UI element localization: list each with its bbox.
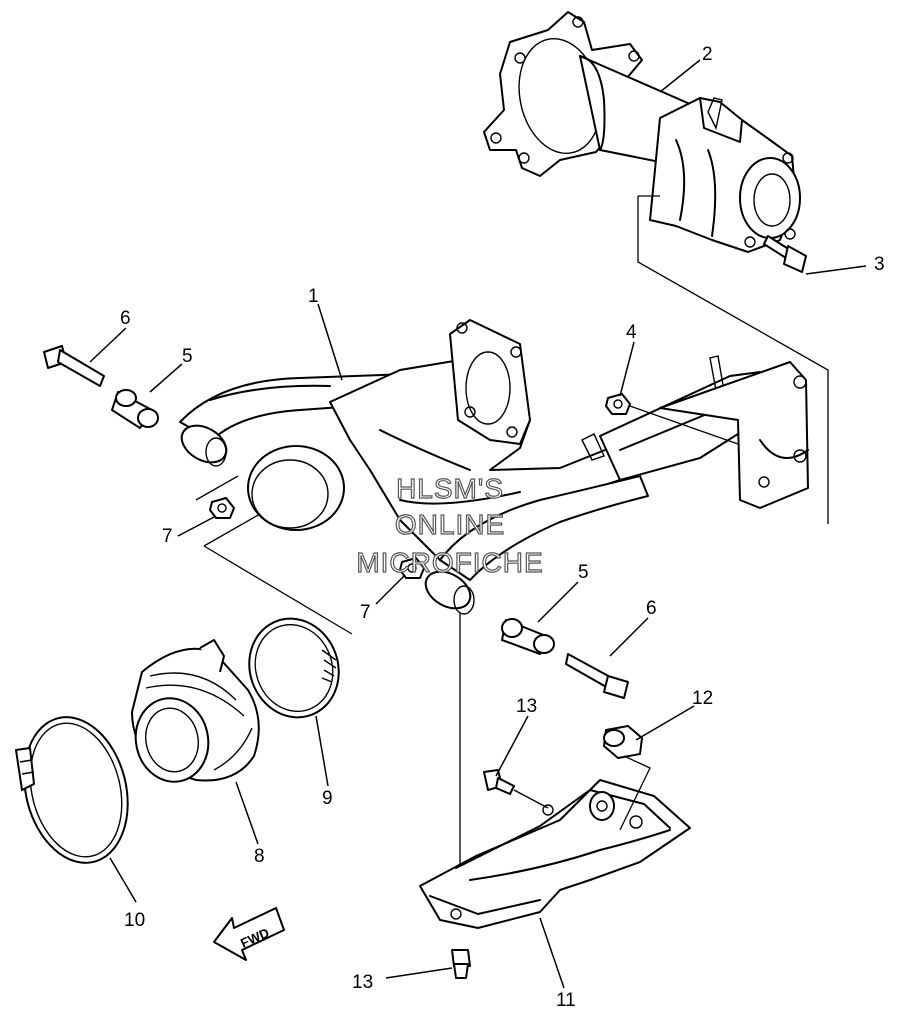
callout-labels: 1 2 3 4 5 5 6 6 7 7 8 9 10 11 12 13 13 [120,44,885,1011]
bolt-part-13-bottom [451,949,471,979]
callout-4: 4 [626,322,637,343]
callout-9: 9 [322,788,333,809]
leader-lines [89,59,867,989]
nut-part-4 [605,393,631,415]
forward-arrow: FWD [213,907,285,961]
clamp-part-9 [248,617,340,719]
bushing-part-5-lower [501,618,555,655]
assembly-line-boot [203,545,353,635]
assembly-line-12 [619,755,651,831]
callout-5-upper: 5 [182,346,193,367]
callout-13-mid: 13 [516,696,537,717]
callout-13-bottom: 13 [352,972,373,993]
callout-2: 2 [702,44,713,65]
bolt-part-6-lower [565,653,629,699]
axle-housing-part [483,11,801,253]
callout-3: 3 [874,254,885,275]
bolt-part-13-mid [483,769,515,795]
nut-part-7-left [209,497,235,519]
assembly-line-4 [629,405,739,445]
watermark-line-3: MICROFICHE [356,547,543,578]
callout-11: 11 [556,990,576,1011]
assembly-line-13-mid [513,789,549,809]
callout-12: 12 [692,688,713,709]
watermark-line-2: ONLINE [395,509,505,540]
bolt-part-6-upper [43,345,105,387]
callout-5-lower: 5 [578,562,589,583]
callout-10: 10 [124,910,145,931]
callout-1: 1 [308,286,319,307]
damper-part-12 [603,725,643,759]
callout-7-left: 7 [162,526,173,547]
boot-part-8 [131,639,260,783]
callout-7-right: 7 [360,602,371,623]
watermark: HLSM'S ONLINE MICROFICHE [356,472,544,578]
bushing-part-5-upper [111,389,159,429]
assembly-line-top [637,196,829,524]
clamp-part-10 [15,716,129,864]
watermark-line-1: HLSM'S [396,473,504,504]
assembly-line-boot-2 [203,513,261,547]
callout-6-lower: 6 [646,598,657,619]
bolt-part-3 [763,235,807,273]
callout-8: 8 [254,846,265,867]
assembly-line-ring [195,475,239,501]
callout-6-upper: 6 [120,308,131,329]
nut-part-7-right [399,557,425,579]
guard-plate-part-11 [419,779,691,929]
swing-arm-part [179,319,809,615]
